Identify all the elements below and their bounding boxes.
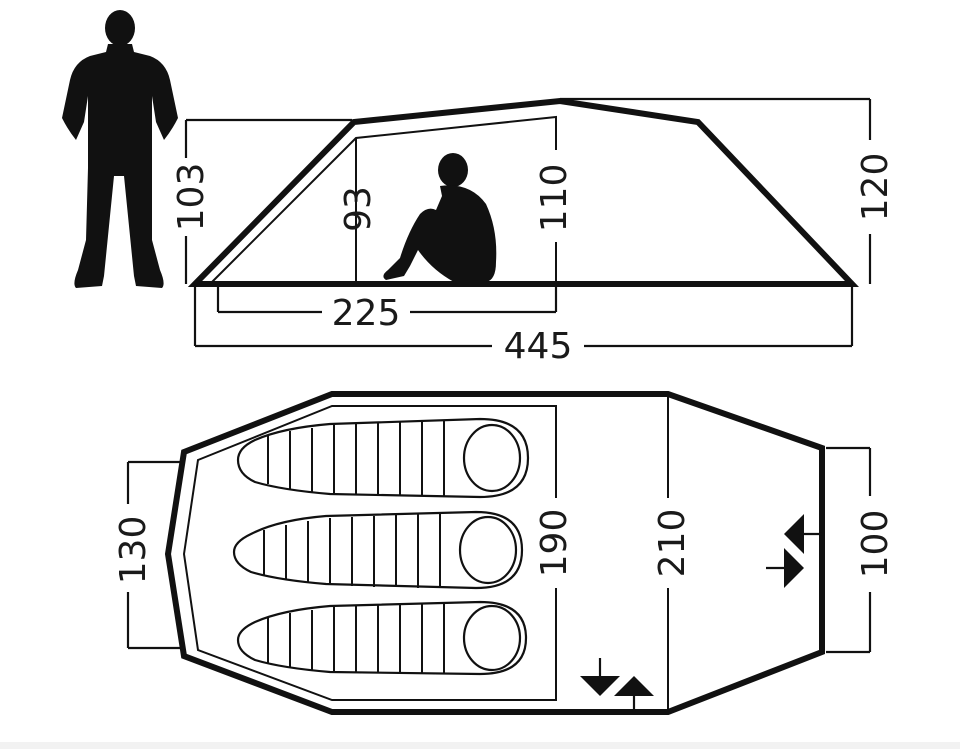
dim-190: 190 — [534, 498, 575, 588]
sleeping-bag-1 — [236, 417, 530, 499]
dim-120: 120 — [560, 97, 896, 284]
dim-100: 100 — [826, 446, 896, 654]
sitting-person-icon — [383, 153, 497, 282]
dim-93: 93 — [338, 186, 379, 232]
side-view-tent-outline — [187, 97, 859, 287]
dim-210: 210 — [650, 498, 693, 588]
dim-445: 445 — [193, 286, 854, 367]
dim-label-120: 120 — [855, 153, 896, 222]
dim-label-445: 445 — [504, 326, 573, 367]
bottom-edge-strip — [0, 742, 960, 749]
door-arrows-right — [766, 514, 822, 588]
sleeping-bag-2 — [232, 510, 524, 590]
side-view: 103 93 110 120 225 — [62, 10, 896, 367]
sleeping-bag-3 — [236, 600, 528, 676]
standing-person-icon — [62, 10, 178, 288]
dim-label-210: 210 — [652, 509, 693, 578]
top-view: 130 190 210 100 — [113, 391, 896, 715]
dim-label-103: 103 — [171, 163, 212, 232]
dim-label-225: 225 — [332, 293, 401, 334]
entrance-arrows-icon — [580, 514, 822, 712]
dim-label-130: 130 — [113, 516, 154, 585]
dim-label-190: 190 — [534, 509, 575, 578]
dim-label-93: 93 — [338, 186, 379, 232]
dim-110: 110 — [534, 150, 575, 242]
dim-103: 103 — [171, 118, 352, 284]
top-view-tent-outline — [164, 391, 825, 715]
dim-130: 130 — [113, 460, 184, 650]
dim-label-100: 100 — [855, 510, 896, 579]
door-arrows-bottom — [580, 658, 654, 712]
sleeping-bag-icon — [232, 417, 530, 676]
dim-label-110: 110 — [534, 164, 575, 233]
inner-tent-outline — [182, 405, 557, 701]
dim-225: 225 — [216, 286, 558, 334]
